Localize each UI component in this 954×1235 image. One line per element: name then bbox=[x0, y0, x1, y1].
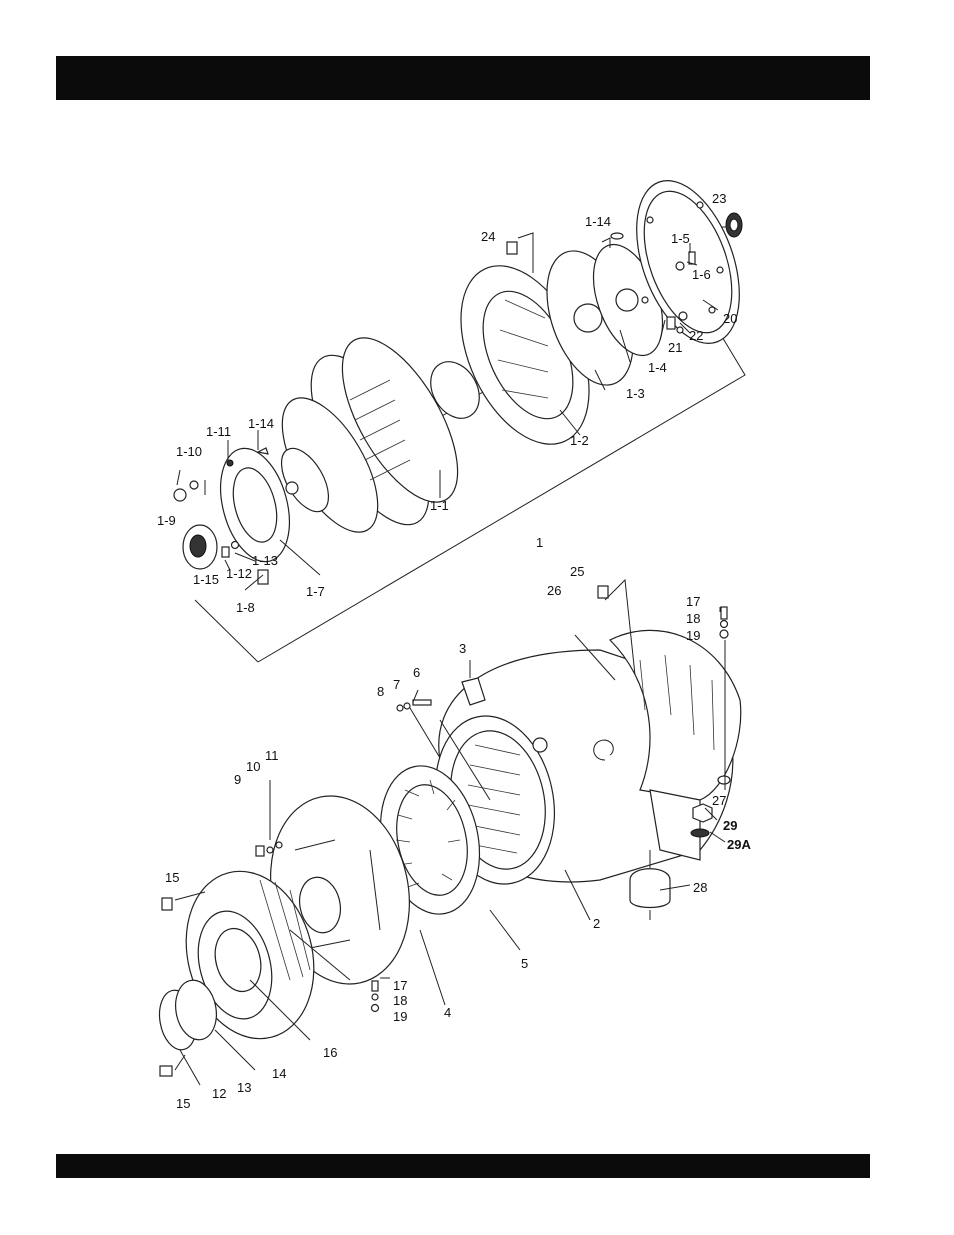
label-14: 14 bbox=[272, 1066, 286, 1081]
label-4: 4 bbox=[444, 1005, 451, 1020]
label-1-9: 1-9 bbox=[157, 513, 176, 528]
label-25: 25 bbox=[570, 564, 584, 579]
label-1-2: 1-2 bbox=[570, 433, 589, 448]
label-20: 20 bbox=[723, 311, 737, 326]
label-1-15: 1-15 bbox=[193, 572, 219, 587]
label-7: 7 bbox=[393, 677, 400, 692]
label-29a: 29A bbox=[727, 837, 751, 852]
label-22: 22 bbox=[689, 328, 703, 343]
label-13: 13 bbox=[237, 1080, 251, 1095]
label-1-7: 1-7 bbox=[306, 584, 325, 599]
label-16: 16 bbox=[323, 1045, 337, 1060]
label-5: 5 bbox=[521, 956, 528, 971]
label-17-right: 17 bbox=[686, 594, 700, 609]
label-21: 21 bbox=[668, 340, 682, 355]
label-9: 9 bbox=[234, 772, 241, 787]
label-6: 6 bbox=[413, 665, 420, 680]
label-12: 12 bbox=[212, 1086, 226, 1101]
label-15-lower: 15 bbox=[176, 1096, 190, 1111]
label-1-10: 1-10 bbox=[176, 444, 202, 459]
label-8: 8 bbox=[377, 684, 384, 699]
label-11: 11 bbox=[265, 748, 279, 763]
label-18-lower: 18 bbox=[393, 993, 407, 1008]
label-1-1: 1-1 bbox=[430, 498, 449, 513]
label-10: 10 bbox=[246, 759, 260, 774]
label-1-11: 1-11 bbox=[206, 424, 231, 439]
label-24: 24 bbox=[481, 229, 495, 244]
label-1-5: 1-5 bbox=[671, 231, 690, 246]
label-29: 29 bbox=[723, 818, 737, 833]
label-1-8: 1-8 bbox=[236, 600, 255, 615]
label-19-lower: 19 bbox=[393, 1009, 407, 1024]
label-1-4: 1-4 bbox=[648, 360, 667, 375]
label-28: 28 bbox=[693, 880, 707, 895]
label-26: 26 bbox=[547, 583, 561, 598]
label-1-6: 1-6 bbox=[692, 267, 711, 282]
label-1: 1 bbox=[536, 535, 543, 550]
label-15-upper: 15 bbox=[165, 870, 179, 885]
label-1-12: 1-12 bbox=[226, 566, 252, 581]
label-3: 3 bbox=[459, 641, 466, 656]
label-18-right: 18 bbox=[686, 611, 700, 626]
label-1-14-top: 1-14 bbox=[585, 214, 611, 229]
label-19-right: 19 bbox=[686, 628, 700, 643]
label-1-13: 1-13 bbox=[252, 553, 278, 568]
label-17-lower: 17 bbox=[393, 978, 407, 993]
label-2: 2 bbox=[593, 916, 600, 931]
label-23: 23 bbox=[712, 191, 726, 206]
label-27: 27 bbox=[712, 793, 726, 808]
label-1-3: 1-3 bbox=[626, 386, 645, 401]
label-1-14-left: 1-14 bbox=[248, 416, 274, 431]
